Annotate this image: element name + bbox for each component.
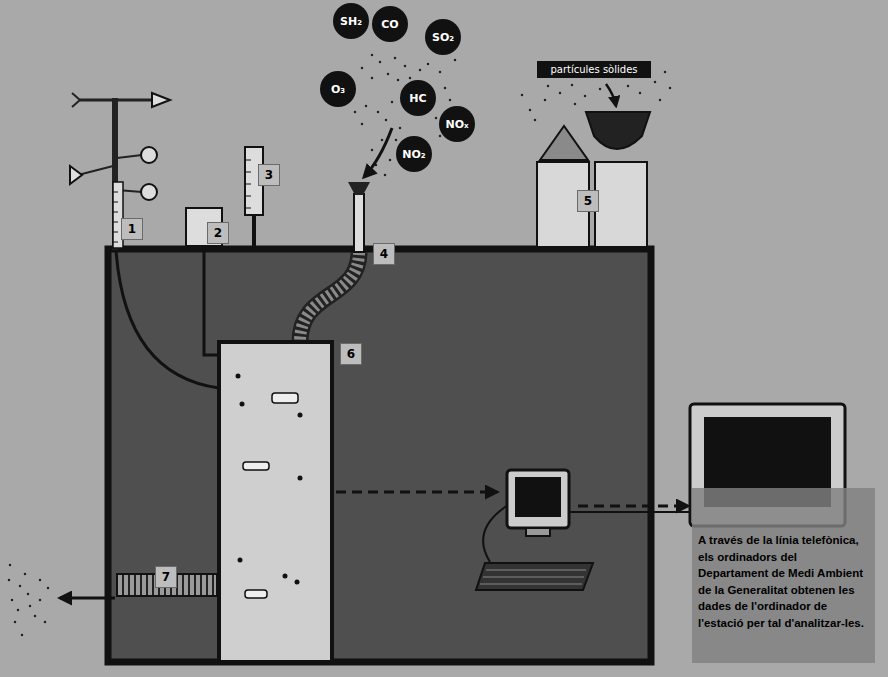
gas-circle: NOₓ — [439, 106, 475, 142]
thermometer — [245, 147, 263, 250]
node-text: NOₓ — [445, 118, 468, 131]
exhaust-arrow — [60, 597, 115, 600]
callout-number: 2 — [207, 222, 229, 244]
node-text: SH₂ — [340, 15, 362, 28]
analyzer-cabinet — [219, 342, 332, 662]
particle-arrow — [606, 84, 616, 106]
exhaust-spray — [9, 565, 48, 635]
wire — [204, 246, 219, 355]
callout-number: 5 — [577, 190, 599, 212]
gas-circle: HC — [400, 80, 436, 116]
gas-circle: SO₂ — [425, 19, 461, 55]
node-text: CO — [381, 18, 398, 31]
callout-number: 3 — [258, 164, 280, 186]
node-text: NO₂ — [402, 148, 425, 161]
callout-number: 4 — [373, 243, 395, 265]
node-text: SO₂ — [432, 31, 454, 44]
gas-circle: CO — [372, 6, 408, 42]
phone-cable — [569, 511, 692, 513]
gas-circle: SH₂ — [333, 3, 369, 39]
callout-number: 1 — [121, 218, 143, 240]
anemometer — [70, 93, 170, 250]
node-text: HC — [409, 92, 426, 105]
station-computer — [476, 470, 593, 590]
particle-tag: partícules sòlides — [537, 61, 651, 78]
station-housing — [108, 249, 651, 662]
air-intake — [300, 182, 370, 342]
particle-spray — [522, 72, 670, 120]
note-panel: A través de la línia telefònica, els ord… — [692, 488, 875, 663]
data-arrow — [578, 505, 688, 508]
callout-number: 6 — [340, 343, 362, 365]
node-text: partícules sòlides — [550, 64, 637, 75]
node-text: A través de la línia telefònica, els ord… — [698, 532, 869, 631]
gas-circle: O₃ — [320, 71, 356, 107]
callout-number: 7 — [155, 566, 177, 588]
particle-samplers — [537, 112, 650, 247]
gas-circle: NO₂ — [396, 136, 432, 172]
node-text: O₃ — [331, 83, 345, 96]
data-arrow — [336, 491, 497, 494]
gas-arrow — [364, 128, 392, 177]
